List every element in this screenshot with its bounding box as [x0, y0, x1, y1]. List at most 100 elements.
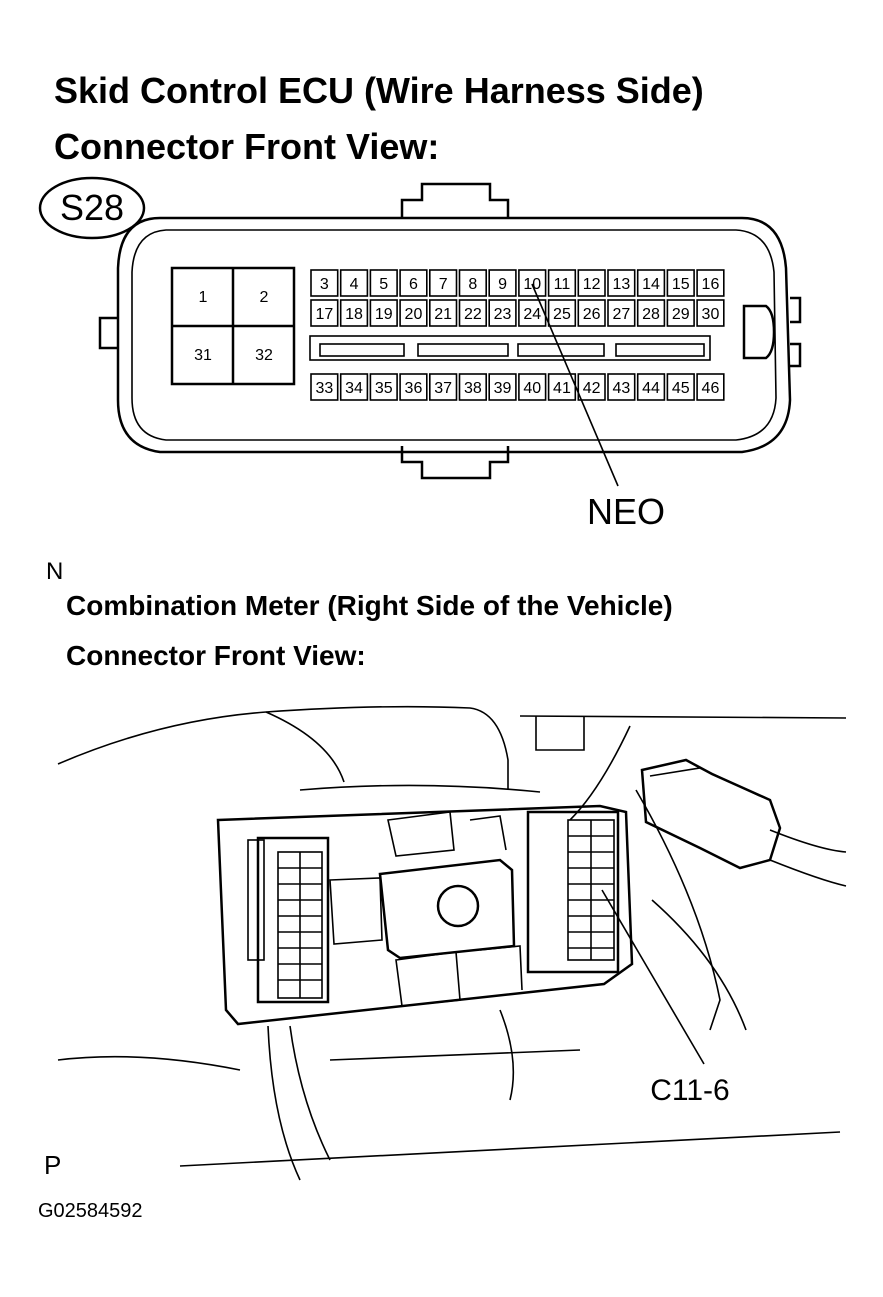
pin-33-label: 33 [315, 380, 333, 397]
pin-42-label: 42 [583, 380, 601, 397]
pin-cell-8 [458, 269, 488, 297]
pin-cell-28 [636, 299, 666, 327]
pin-13-label: 13 [612, 276, 630, 293]
pin-cell-15 [666, 269, 695, 297]
pin-24-label: 24 [523, 306, 541, 323]
marker-n: N [46, 558, 64, 585]
pin-cell-24 [518, 299, 547, 327]
pin-1-label: 1 [199, 289, 208, 306]
pin-8-label: 8 [468, 276, 477, 293]
pin-cell-44 [636, 373, 666, 401]
pin-30-label: 30 [702, 306, 720, 323]
pin-41-label: 41 [553, 380, 571, 397]
pin-cell-27 [607, 299, 636, 327]
connector-code-label: S28 [60, 187, 124, 228]
pin-40-label: 40 [523, 380, 541, 397]
pin-cell-42 [577, 373, 606, 401]
pin-cell-37 [428, 373, 458, 401]
pin-18-label: 18 [345, 306, 363, 323]
pin-cell-35 [369, 373, 398, 401]
pin-25-label: 25 [553, 306, 571, 323]
pin-cell-23 [488, 299, 517, 327]
neo-label: NEO [587, 491, 665, 532]
pin-12-label: 12 [583, 276, 601, 293]
pin-cell-22 [458, 299, 488, 327]
pin-43-label: 43 [612, 380, 630, 397]
pin-cell-9 [488, 269, 517, 297]
pin-cell-4 [339, 269, 369, 297]
pin-cell-26 [577, 299, 606, 327]
pin-cell-38 [458, 373, 488, 401]
pin-3-label: 3 [320, 276, 329, 293]
pin-cell-46 [696, 373, 725, 401]
pin-5-label: 5 [379, 276, 388, 293]
pin-23-label: 23 [494, 306, 512, 323]
pin-cell-19 [369, 299, 398, 327]
pin-cell-43 [607, 373, 636, 401]
pin-16-label: 16 [702, 276, 720, 293]
connector-slots [309, 335, 711, 361]
pin-39-label: 39 [494, 380, 512, 397]
pin-cell-7 [428, 269, 458, 297]
pin-cell-11 [547, 269, 577, 297]
meter-illustration: C11-6 [57, 705, 847, 1181]
pin-20-label: 20 [405, 306, 423, 323]
pin-15-label: 15 [672, 276, 690, 293]
pin-cell-40 [518, 373, 547, 401]
pin-cell-18 [339, 299, 369, 327]
connector-code-badge: S28 [38, 176, 146, 240]
pin-cell-14 [636, 269, 666, 297]
pin-11-label: 11 [554, 276, 571, 293]
pin-38-label: 38 [464, 380, 482, 397]
pin-cell-10 [518, 269, 547, 297]
pin-28-label: 28 [642, 306, 660, 323]
pin-cell-17 [310, 299, 339, 327]
pin-35-label: 35 [375, 380, 393, 397]
pin-45-label: 45 [672, 380, 690, 397]
pin-14-label: 14 [642, 276, 660, 293]
pin-36-label: 36 [405, 380, 423, 397]
pin-cell-6 [399, 269, 428, 297]
pin-cell-5 [369, 269, 398, 297]
pin-cell-20 [399, 299, 428, 327]
ecu-title: Skid Control ECU (Wire Harness Side) [54, 70, 704, 111]
pin-29-label: 29 [672, 306, 690, 323]
marker-p: P [44, 1150, 62, 1180]
pin-32-label: 32 [255, 347, 273, 364]
meter-title: Combination Meter (Right Side of the Veh… [66, 590, 673, 621]
pin-2-label: 2 [260, 289, 269, 306]
pin-4-label: 4 [350, 276, 359, 293]
pin-cell-13 [607, 269, 636, 297]
meter-subtitle: Connector Front View: [66, 640, 366, 671]
pin-cell-33 [310, 373, 339, 401]
pin-17-label: 17 [315, 306, 333, 323]
pin-7-label: 7 [439, 276, 448, 293]
pin-26-label: 26 [583, 306, 601, 323]
pin-cell-45 [666, 373, 695, 401]
ecu-subtitle: Connector Front View: [54, 126, 440, 167]
pin-cell-34 [339, 373, 369, 401]
large-pin-block: 1 2 31 32 [170, 266, 296, 386]
pin-cell-36 [399, 373, 428, 401]
pin-cell-12 [577, 269, 606, 297]
pin-cell-39 [488, 373, 517, 401]
ecu-connector-housing [98, 182, 802, 480]
pin-cell-16 [696, 269, 725, 297]
pin-34-label: 34 [345, 380, 363, 397]
pin-21-label: 21 [434, 306, 452, 323]
pin-cell-25 [547, 299, 577, 327]
pin-22-label: 22 [464, 306, 482, 323]
pin-cell-30 [696, 299, 725, 327]
pin-27-label: 27 [612, 306, 630, 323]
pin-cell-29 [666, 299, 695, 327]
pin-cell-21 [428, 299, 458, 327]
pin-19-label: 19 [375, 306, 393, 323]
pin-44-label: 44 [642, 380, 660, 397]
pin-31-label: 31 [194, 347, 212, 364]
pin-46-label: 46 [702, 380, 720, 397]
c11-6-label: C11-6 [650, 1074, 729, 1107]
figure-id: G02584592 [38, 1200, 143, 1222]
pin-cell-3 [310, 269, 339, 297]
